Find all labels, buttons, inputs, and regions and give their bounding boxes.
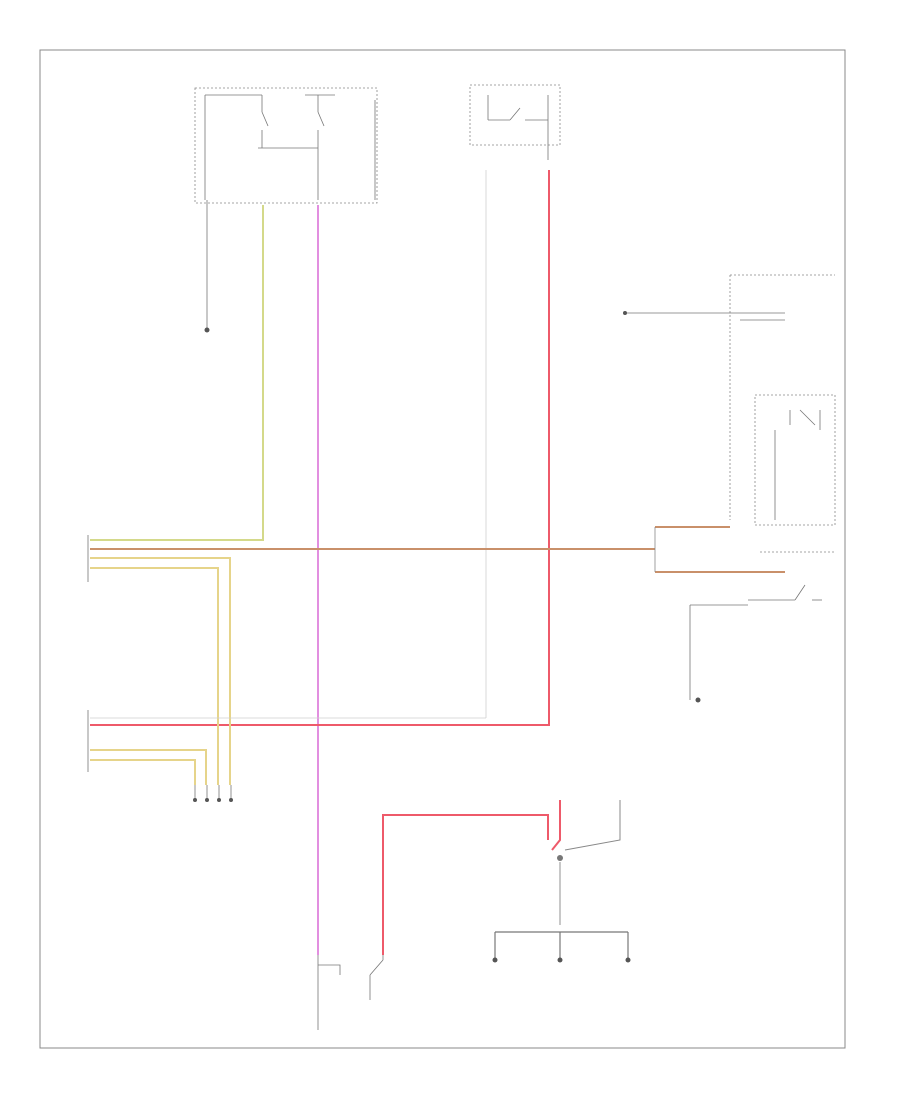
wire-red-battery-2 — [551, 800, 561, 851]
wire-yellow-1 — [90, 557, 231, 785]
wire-yellow-4 — [90, 759, 196, 785]
ground-right — [689, 604, 748, 703]
underhood-fuse — [469, 84, 561, 160]
wire-yellow-3 — [90, 749, 207, 785]
diagram-frame — [39, 49, 846, 1049]
wire-red-battery — [382, 814, 549, 955]
wire-red — [90, 170, 550, 726]
ground-left — [204, 200, 210, 333]
right-switch — [748, 551, 835, 601]
wire-yellow-green — [90, 205, 264, 541]
right-top-module — [623, 274, 835, 520]
wire-battery-gray — [564, 800, 621, 851]
bcm-ground — [193, 785, 233, 802]
right-mid-module — [754, 394, 836, 526]
battery-ground-bus — [492, 931, 631, 963]
fuse-block — [194, 87, 378, 204]
battery — [557, 855, 563, 925]
wire-yellow-2 — [90, 567, 219, 785]
starter — [317, 955, 384, 1030]
